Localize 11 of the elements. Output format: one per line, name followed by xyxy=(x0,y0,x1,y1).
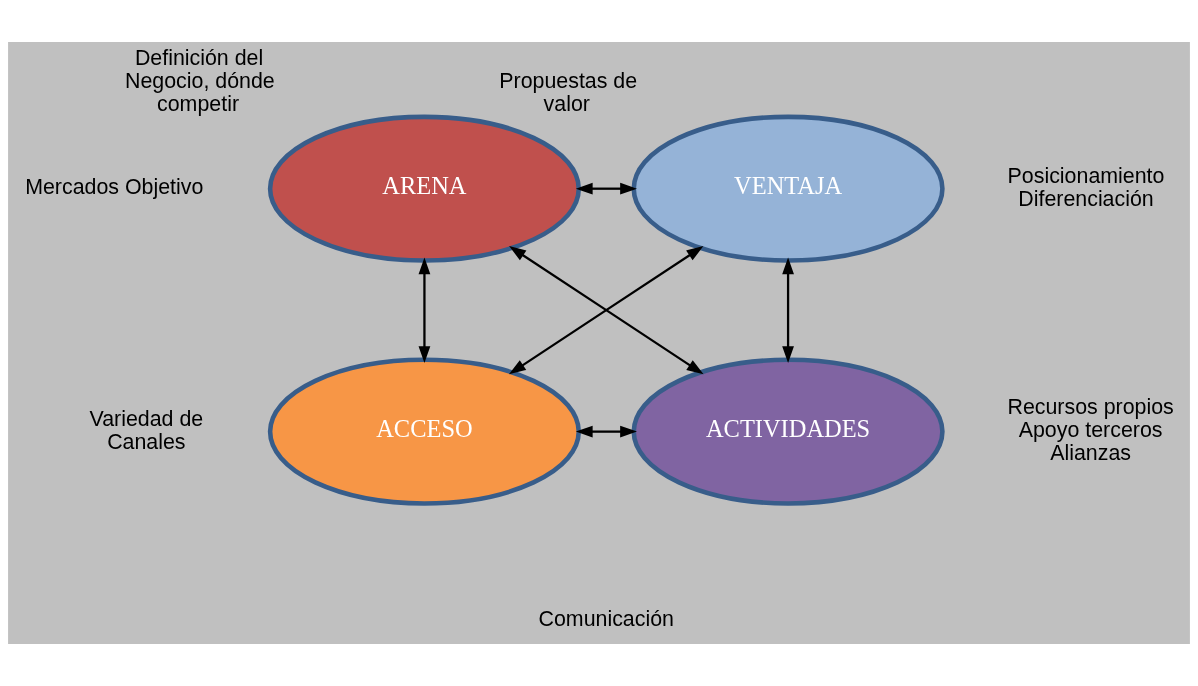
arrow xyxy=(575,425,637,438)
node-label: Definición del Negocio, dónde competir xyxy=(124,46,275,117)
arrow xyxy=(575,182,637,195)
arrow xyxy=(782,257,794,363)
node-label: Recursos propios Apoyo terceros Alianzas xyxy=(1007,395,1174,466)
node-label: Variedad de Canales xyxy=(89,406,204,454)
arrow xyxy=(418,257,431,363)
label: Comunicación xyxy=(538,606,674,631)
node-label: Mercados Objetivo xyxy=(25,175,204,200)
node-label: Propuestas de valor xyxy=(499,69,638,117)
node-label: Posicionamiento Diferenciación xyxy=(1007,163,1165,211)
